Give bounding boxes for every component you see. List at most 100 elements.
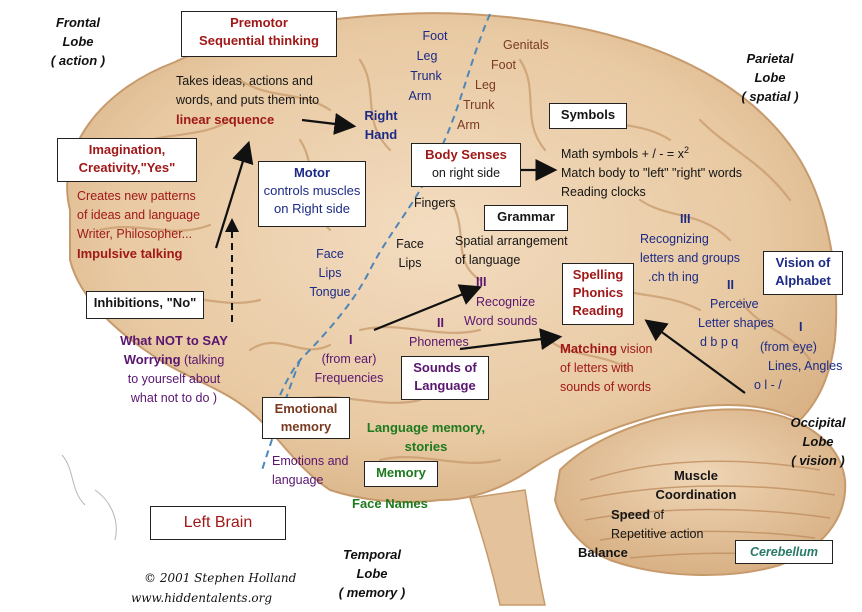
language-memory: Language memory, stories xyxy=(352,418,500,456)
right-hand-label: Right Hand xyxy=(352,106,410,144)
motor-box: Motor controls muscles on Right side xyxy=(258,161,366,227)
emotional-title-1: Emotional xyxy=(274,401,338,416)
language-memory-2: stories xyxy=(404,439,448,454)
vision-level-2-desc-2: Letter shapes xyxy=(698,316,774,330)
matching-rest: vision xyxy=(617,342,653,356)
body-senses-title: Body Senses xyxy=(425,147,507,162)
fingers-label: Fingers xyxy=(414,196,456,210)
sounds-roman-1: I xyxy=(349,333,353,347)
grammar-box: Grammar xyxy=(484,205,568,231)
symbols-desc-3: Reading clocks xyxy=(561,185,646,200)
worry-line-3: to yourself about xyxy=(127,372,221,386)
imagination-desc-2: of ideas and language xyxy=(77,208,201,222)
cerebellum-box: Cerebellum xyxy=(735,540,833,564)
sounds-roman-3: III xyxy=(476,275,487,289)
vision-level-3-desc-2: letters and groups xyxy=(640,251,741,265)
worry-rest: (talking xyxy=(180,353,225,367)
muscle-coordination: Muscle Coordination xyxy=(648,466,744,504)
sensory-foot: Foot xyxy=(491,58,517,72)
repetitive-line: Repetitive action xyxy=(611,527,704,541)
motor-arm: Arm xyxy=(408,89,432,103)
imagination-title-1: Imagination, xyxy=(88,142,166,157)
motor-trunk: Trunk xyxy=(410,69,442,83)
vision-level-1-desc-2: Lines, Angles xyxy=(768,359,843,373)
left-brain-box: Left Brain xyxy=(150,506,286,540)
imagination-desc-4: Impulsive talking xyxy=(77,246,183,261)
balance-label: Balance xyxy=(578,545,628,560)
symbols-desc-1: Math symbols + / - = x2 xyxy=(561,145,689,162)
emotions-desc-1: Emotions and xyxy=(272,454,349,468)
temporal-lobe-name-2: Lobe xyxy=(356,566,388,581)
vision-level-3-desc-3: .ch th ing xyxy=(648,270,699,284)
vision-roman-2: II xyxy=(727,278,734,292)
vision-title-2: Alphabet xyxy=(775,273,831,288)
sounds-roman-2: II xyxy=(437,316,444,330)
spelling-box: Spelling Phonics Reading xyxy=(562,263,634,325)
frontal-lobe-word: Lobe xyxy=(62,34,94,49)
motor-leg: Leg xyxy=(416,49,438,63)
sounds-level-3-desc: Recognize Word sounds xyxy=(464,293,537,331)
motor-foot: Foot xyxy=(422,29,448,43)
emotions-desc: Emotions and language xyxy=(272,452,348,490)
occipital-lobe-name-2: Lobe xyxy=(802,434,834,449)
sounds-title-1: Sounds of xyxy=(413,360,477,375)
right-hand-line-2: Hand xyxy=(364,127,398,142)
vision-title-1: Vision of xyxy=(775,255,831,270)
motor-title: Motor xyxy=(293,165,331,180)
premotor-desc-2: words, and puts them into xyxy=(176,93,320,107)
vision-of-alphabet-box: Vision of Alphabet xyxy=(763,251,843,295)
body-senses-box: Body Senses on right side xyxy=(411,143,521,187)
motor-face: Face xyxy=(316,247,344,261)
cerebrum-shape xyxy=(66,12,838,503)
worry-line-1: What NOT to SAY xyxy=(120,333,228,348)
emotional-memory-box: Emotional memory xyxy=(262,397,350,439)
frontal-lobe-word: Frontal xyxy=(55,15,101,30)
imagination-box: Imagination, Creativity,"Yes" xyxy=(57,138,197,182)
spelling-line-3: Reading xyxy=(572,303,624,318)
premotor-title-2: Sequential thinking xyxy=(199,33,319,48)
vision-level-1-desc-1: (from eye) xyxy=(760,340,817,354)
emotions-desc-2: language xyxy=(272,473,324,487)
vision-level-1-desc-3: o l - / xyxy=(754,378,782,392)
copyright-credit: © 2001 Stephen Holland xyxy=(144,571,297,585)
temporal-lobe-name-1: Temporal xyxy=(342,547,402,562)
speed-rest: of xyxy=(650,508,664,522)
sensory-arm: Arm xyxy=(457,118,480,132)
body-senses-desc: on right side xyxy=(431,166,501,180)
sensory-face-list: Face Lips xyxy=(384,235,436,273)
symbols-desc-2: Match body to "left" "right" words xyxy=(561,166,743,181)
parietal-lobe-role: ( spatial ) xyxy=(741,89,799,104)
imagination-desc: Creates new patterns of ideas and langua… xyxy=(77,187,200,263)
motor-desc-2: on Right side xyxy=(274,201,350,216)
imagination-desc-3: Writer, Philosopher... xyxy=(77,227,193,241)
spelling-line-2: Phonics xyxy=(572,285,624,300)
sounds-level-3-desc-1: Recognize xyxy=(476,295,536,309)
vision-level-2-desc: Perceive Letter shapes d b p q xyxy=(698,295,774,352)
vision-level-3-desc-1: Recognizing xyxy=(640,232,709,246)
matching-desc-3: sounds of words xyxy=(560,380,652,394)
premotor-desc: Takes ideas, actions and words, and puts… xyxy=(176,72,319,129)
what-not-to-say: What NOT to SAY Worrying (talking to you… xyxy=(104,331,244,408)
sounds-level-3-desc-2: Word sounds xyxy=(464,314,538,328)
spelling-line-1: Spelling xyxy=(572,267,624,282)
vision-level-2-desc-3: d b p q xyxy=(700,335,739,349)
grammar-desc-2: of language xyxy=(455,253,521,267)
sounds-level-1-desc-2: Frequencies xyxy=(314,371,384,385)
worry-bold: Worrying xyxy=(123,352,181,367)
symbols-superscript: 2 xyxy=(683,145,689,155)
premotor-box: Premotor Sequential thinking xyxy=(181,11,337,57)
temporal-lobe-role: ( memory ) xyxy=(338,585,406,600)
brainstem-shape xyxy=(469,489,546,606)
vision-roman-1: I xyxy=(799,320,803,334)
sounds-of-language-box: Sounds of Language xyxy=(401,356,489,400)
sounds-level-2-desc: Phonemes xyxy=(409,335,469,349)
premotor-title-1: Premotor xyxy=(230,15,288,30)
matching-desc-1: Matching vision xyxy=(560,339,653,359)
sensory-lips: Lips xyxy=(398,256,422,270)
premotor-desc-3: linear sequence xyxy=(176,112,275,127)
sylvian-line-2 xyxy=(261,359,301,471)
motor-face-list: Face Lips Tongue xyxy=(302,245,358,302)
